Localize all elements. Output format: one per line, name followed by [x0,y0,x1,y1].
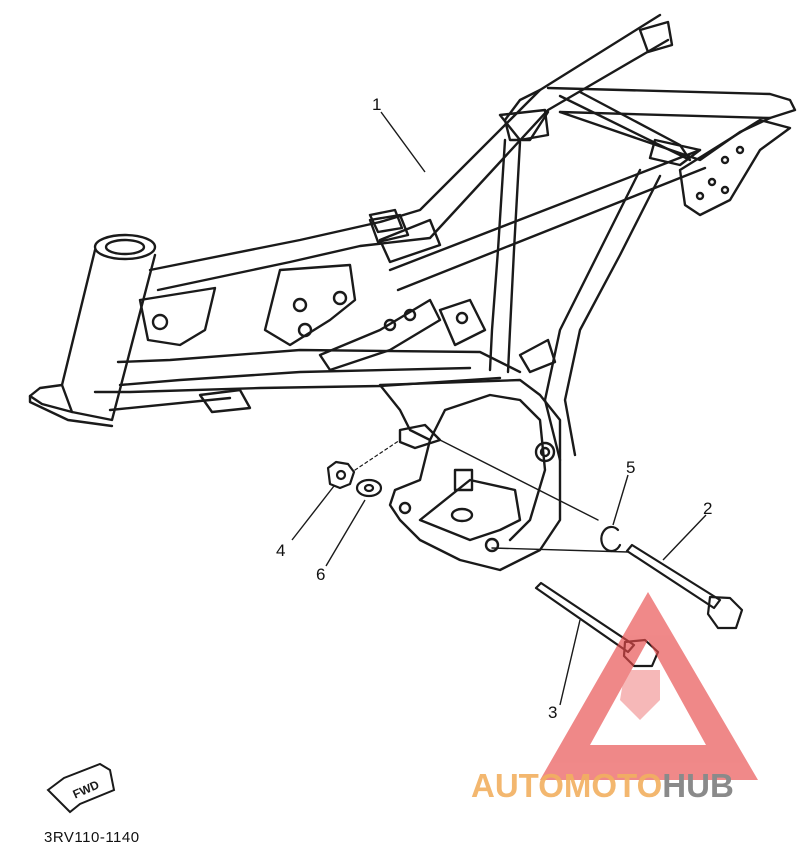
callout-5: 5 [626,458,635,477]
circlip-part-5 [600,525,622,552]
watermark-triangle-icon [540,592,758,780]
callout-labels: 1 2 3 4 5 6 [276,95,712,722]
callout-4: 4 [276,541,285,560]
leader-lines [291,111,707,706]
part-code: 3RV110-1140 [44,829,140,846]
bolt-part-2 [625,543,744,630]
washer-part-6 [355,478,383,498]
motorcycle-frame [28,13,797,572]
callout-2: 2 [703,499,712,518]
nut-part-4 [326,460,356,490]
watermark-part1: AUTOMOTO [471,767,662,804]
watermark-text: AUTOMOTOHUB [471,767,734,804]
callout-6: 6 [316,565,325,584]
watermark-logo [540,592,758,780]
callout-1: 1 [372,95,381,114]
fwd-arrow-icon: FWD [46,762,116,814]
watermark-part2: HUB [662,767,734,804]
callout-3: 3 [548,703,557,722]
